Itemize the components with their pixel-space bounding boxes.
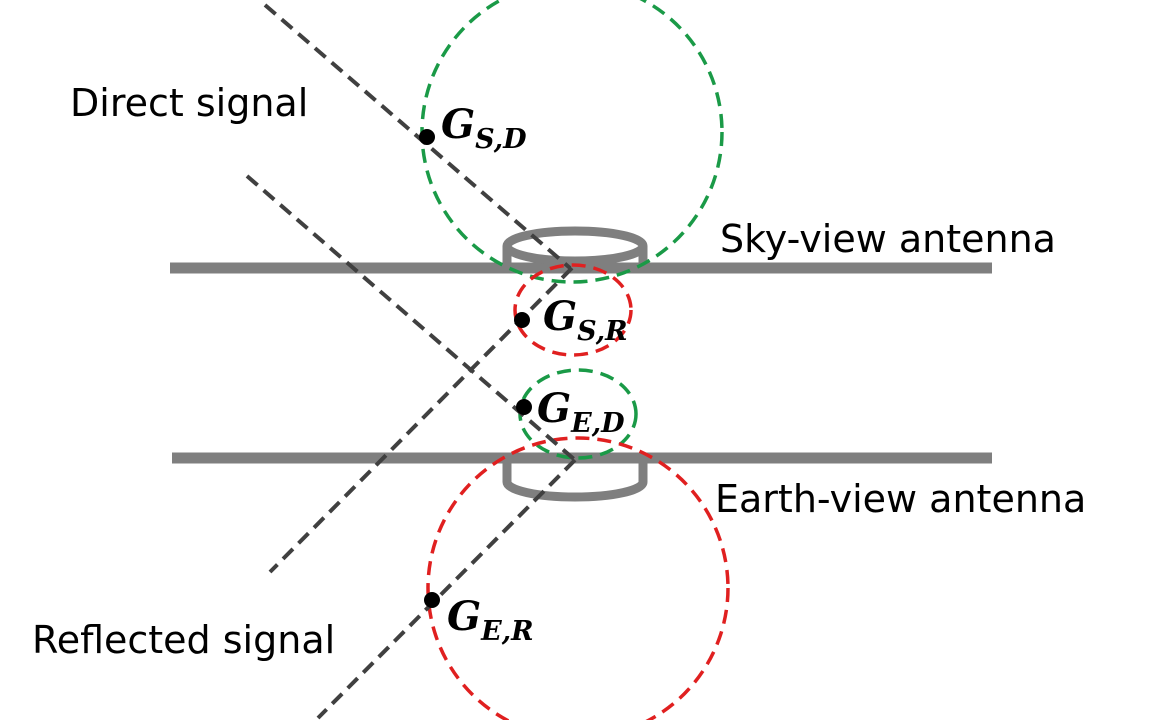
gain-point-earth-reflected [424, 592, 440, 608]
sky-view-antenna-label: Sky-view antenna [720, 217, 1056, 261]
earth-reflected-gain-pattern [426, 436, 730, 720]
gain-point-earth-direct [516, 399, 532, 415]
sky-reflected-gain-pattern [513, 263, 633, 357]
gain-label-earth-direct: GE,D [537, 385, 625, 439]
direct-signal-ray-sky [263, 3, 572, 270]
direct-signal-label: Direct signal [70, 81, 308, 125]
sky-view-antenna-body [502, 226, 648, 266]
gain-point-sky-reflected [514, 312, 530, 328]
reflected-signal-label: Reflected signal [32, 618, 335, 662]
earth-view-antenna-body [502, 460, 648, 502]
earth-view-antenna-label: Earth-view antenna [715, 477, 1086, 521]
gain-point-sky-direct [419, 129, 435, 145]
gain-label-sky-direct: GS,D [441, 101, 527, 155]
reflected-signal-ray-earth [316, 458, 577, 720]
gain-label-sky-reflected: GS,R [543, 293, 628, 347]
gain-label-earth-reflected: GE,R [447, 593, 534, 647]
